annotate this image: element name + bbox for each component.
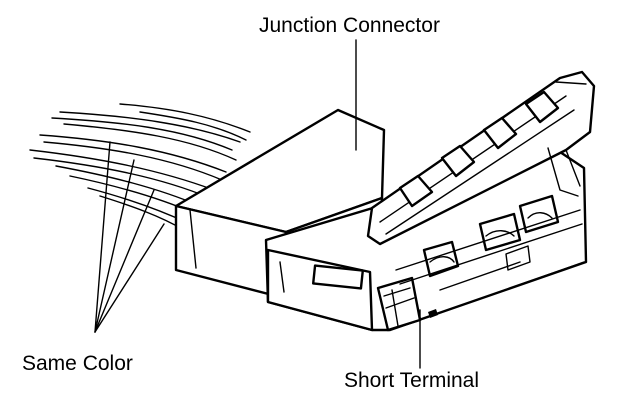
- short-terminal-label: Short Terminal: [344, 369, 480, 392]
- wire-bundle: [29, 103, 251, 231]
- same-color-leader-line: [94, 189, 155, 333]
- terminal-block: [264, 150, 588, 332]
- same-color-leader-line: [94, 159, 135, 333]
- junction-connector-label: Junction Connector: [259, 14, 440, 37]
- leader-lines: [94, 39, 421, 369]
- same-color-leader-line: [94, 141, 111, 333]
- same-color-leader-line: [94, 223, 165, 333]
- lock-lever: [366, 70, 596, 246]
- same-color-label: Same Color: [22, 352, 133, 375]
